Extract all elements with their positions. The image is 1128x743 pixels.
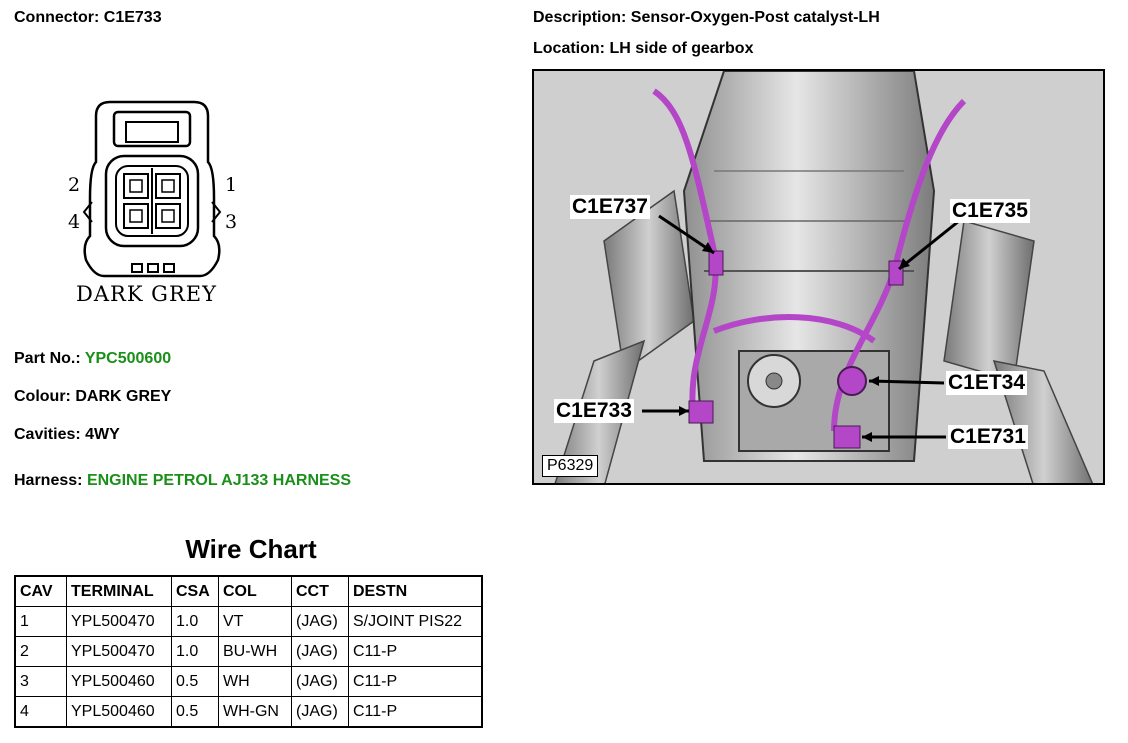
cell-col: WH — [218, 666, 292, 697]
description: Description: Sensor-Oxygen-Post catalyst… — [533, 9, 880, 27]
harness-link[interactable]: ENGINE PETROL AJ133 HARNESS — [86, 472, 352, 489]
harness-key: Harness: — [14, 472, 83, 489]
location-value: LH side of gearbox — [609, 40, 754, 57]
wire-chart-table: CAV TERMINAL CSA COL CCT DESTN 1 YPL5004… — [14, 575, 483, 728]
cell-csa: 1.0 — [171, 606, 219, 637]
connector-label: Connector: C1E733 — [14, 9, 162, 27]
description-key: Description: — [533, 9, 627, 26]
cell-terminal: YPL500460 — [66, 696, 172, 728]
cell-csa: 0.5 — [171, 696, 219, 728]
pin-number-1: 1 — [225, 174, 238, 196]
cell-cct: (JAG) — [291, 696, 349, 728]
location-photo: C1E737 C1E735 C1ET34 C1E733 C1E731 P6329 — [532, 69, 1105, 485]
callout-c1et34: C1ET34 — [946, 371, 1028, 395]
header-cav: CAV — [14, 575, 67, 607]
cell-cav: 2 — [14, 636, 67, 667]
cell-cav: 1 — [14, 606, 67, 637]
callout-c1e735: C1E735 — [950, 199, 1030, 223]
part-number-link[interactable]: YPC500600 — [84, 350, 172, 367]
header-terminal: TERMINAL — [66, 575, 172, 607]
cell-destn: S/JOINT PIS22 — [348, 606, 483, 637]
cell-col: WH-GN — [218, 696, 292, 728]
cell-cav: 3 — [14, 666, 67, 697]
colour-value: DARK GREY — [75, 388, 172, 405]
photo-illustration — [534, 71, 1103, 483]
cell-csa: 1.0 — [171, 636, 219, 667]
part-number: Part No.: YPC500600 — [14, 350, 171, 368]
cell-csa: 0.5 — [171, 666, 219, 697]
header-csa: CSA — [171, 575, 219, 607]
cell-cct: (JAG) — [291, 606, 349, 637]
cavities: Cavities: 4WY — [14, 426, 120, 444]
connector-face-drawing — [82, 100, 222, 278]
connector-id: C1E733 — [103, 9, 162, 26]
table-row: 4 YPL500460 0.5 WH-GN (JAG) C11-P — [14, 696, 483, 728]
connector-colour-caption: DARK GREY — [76, 282, 217, 306]
colour: Colour: DARK GREY — [14, 388, 171, 406]
cell-terminal: YPL500470 — [66, 636, 172, 667]
cell-destn: C11-P — [348, 696, 483, 728]
header-destn: DESTN — [348, 575, 483, 607]
cell-col: VT — [218, 606, 292, 637]
pin-number-4: 4 — [68, 211, 81, 233]
location-key: Location: — [533, 40, 605, 57]
table-row: 3 YPL500460 0.5 WH (JAG) C11-P — [14, 666, 483, 697]
callout-c1e733: C1E733 — [554, 399, 634, 423]
part-number-key: Part No.: — [14, 350, 81, 367]
header-cct: CCT — [291, 575, 349, 607]
cell-col: BU-WH — [218, 636, 292, 667]
table-row: 2 YPL500470 1.0 BU-WH (JAG) C11-P — [14, 636, 483, 667]
pin-number-3: 3 — [225, 211, 238, 233]
colour-key: Colour: — [14, 388, 71, 405]
wire-chart-title: Wire Chart — [185, 534, 317, 564]
harness: Harness: ENGINE PETROL AJ133 HARNESS — [14, 472, 351, 490]
cavities-key: Cavities: — [14, 426, 81, 443]
connector-label-key: Connector: — [14, 9, 100, 26]
callout-c1e737: C1E737 — [570, 195, 650, 219]
cell-destn: C11-P — [348, 636, 483, 667]
cell-terminal: YPL500460 — [66, 666, 172, 697]
table-header-row: CAV TERMINAL CSA COL CCT DESTN — [14, 575, 483, 607]
description-value: Sensor-Oxygen-Post catalyst-LH — [630, 9, 880, 26]
header-col: COL — [218, 575, 292, 607]
pin-number-2: 2 — [68, 174, 81, 196]
photo-reference: P6329 — [542, 455, 599, 477]
cell-cct: (JAG) — [291, 666, 349, 697]
cell-cav: 4 — [14, 696, 67, 728]
cell-terminal: YPL500470 — [66, 606, 172, 637]
cavities-value: 4WY — [85, 426, 120, 443]
cell-destn: C11-P — [348, 666, 483, 697]
location: Location: LH side of gearbox — [533, 40, 753, 58]
cell-cct: (JAG) — [291, 636, 349, 667]
callout-c1e731: C1E731 — [948, 425, 1028, 449]
table-row: 1 YPL500470 1.0 VT (JAG) S/JOINT PIS22 — [14, 606, 483, 637]
